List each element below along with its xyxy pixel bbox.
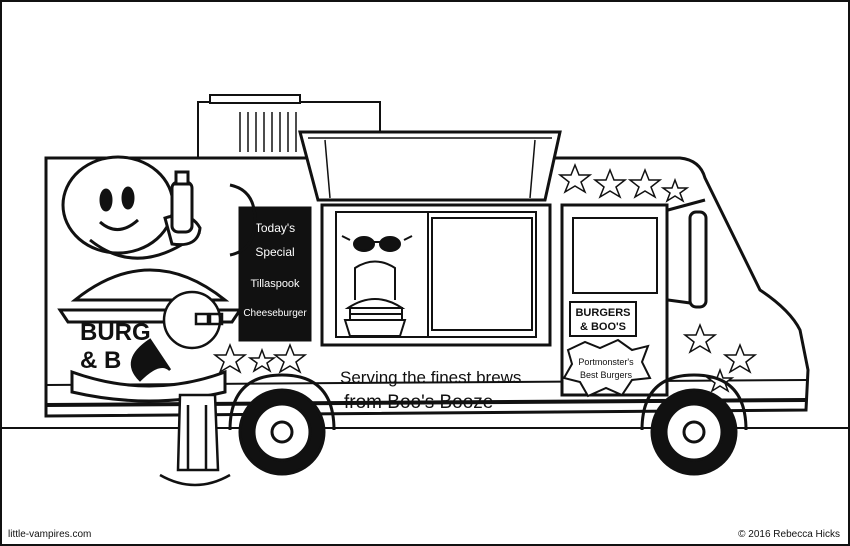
badge-line-1: Portmonster's (578, 357, 634, 367)
ghost-mascot (61, 155, 257, 260)
special-line-1: Today's (255, 221, 295, 235)
side-logo-line-2: & B (80, 347, 121, 374)
door-sign-line-2: & BOO'S (580, 321, 626, 333)
burger-basket-icon (343, 260, 407, 337)
glasses-icon (341, 235, 413, 252)
rear-wheel (228, 373, 336, 476)
slogan-line-1: Serving the finest brews (340, 368, 521, 387)
door-sign (569, 301, 637, 337)
special-board (238, 206, 312, 342)
side-logo-line-1: BURG (80, 319, 151, 346)
special-line-2: Special (255, 245, 294, 259)
vampire-character (130, 290, 231, 487)
best-burgers-badge (562, 338, 652, 398)
badge-line-2: Best Burgers (580, 370, 633, 380)
special-line-3: Tillaspook (250, 278, 300, 290)
site-credit: little-vampires.com (8, 529, 92, 540)
door-sign-line-1: BURGERS (575, 307, 630, 319)
copyright-credit: © 2016 Rebecca Hicks (738, 529, 840, 540)
front-wheel (640, 373, 748, 476)
slogan-line-2: from Boo's Booze (344, 392, 493, 413)
special-line-4: Cheeseburger (243, 308, 307, 319)
serving-window (320, 203, 552, 347)
awning (298, 130, 562, 202)
side-mirror (667, 198, 708, 309)
